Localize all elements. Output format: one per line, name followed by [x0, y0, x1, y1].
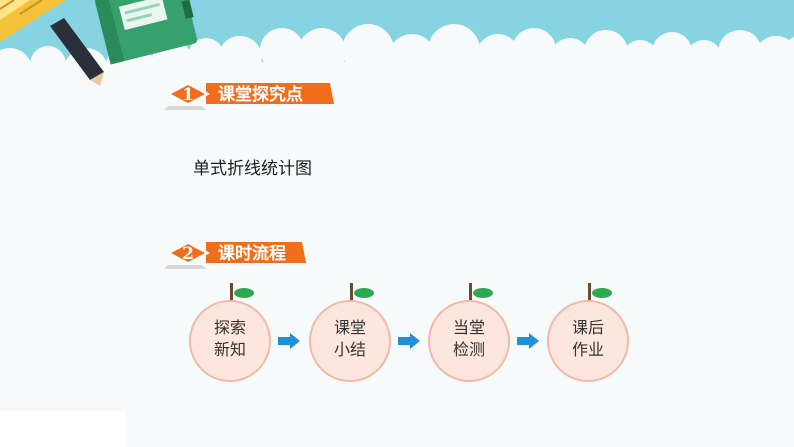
- fruit-icon: [309, 283, 391, 382]
- section-badge-2: 2 课时流程: [162, 239, 306, 269]
- flow-step-summary: 课堂 小结: [309, 283, 391, 391]
- section-title: 课时流程: [218, 244, 286, 264]
- lesson-topic: 单式折线统计图: [193, 159, 312, 179]
- pencil-icon: [50, 18, 104, 86]
- arrow-right-icon: [398, 333, 420, 349]
- flow-step-label: 当堂 检测: [452, 318, 485, 359]
- ruler-icon: [0, 0, 66, 42]
- section-badge-1: 1 课堂探究点: [162, 80, 334, 110]
- arrow-right-icon: [278, 333, 300, 349]
- corner-patch: [0, 411, 126, 447]
- section-title: 课堂探究点: [218, 85, 303, 105]
- badge-shape: [164, 241, 306, 269]
- badge-shape: [164, 82, 334, 110]
- fruit-icon: [189, 283, 271, 382]
- flow-step-explore: 探索 新知: [189, 283, 271, 391]
- cloud-border: [0, 24, 794, 92]
- flow-step-label: 课堂 小结: [333, 318, 366, 359]
- fruit-icon: [428, 283, 510, 382]
- fruit-icon: [547, 283, 629, 382]
- arrow-right-icon: [517, 333, 539, 349]
- flow-step-test: 当堂 检测: [428, 283, 510, 391]
- notebook-icon: [94, 0, 198, 65]
- flow-step-label: 探索 新知: [213, 318, 246, 359]
- section-number: 2: [182, 244, 194, 264]
- flow-step-homework: 课后 作业: [547, 283, 629, 391]
- section-number: 1: [182, 85, 194, 105]
- flow-step-label: 课后 作业: [571, 318, 604, 359]
